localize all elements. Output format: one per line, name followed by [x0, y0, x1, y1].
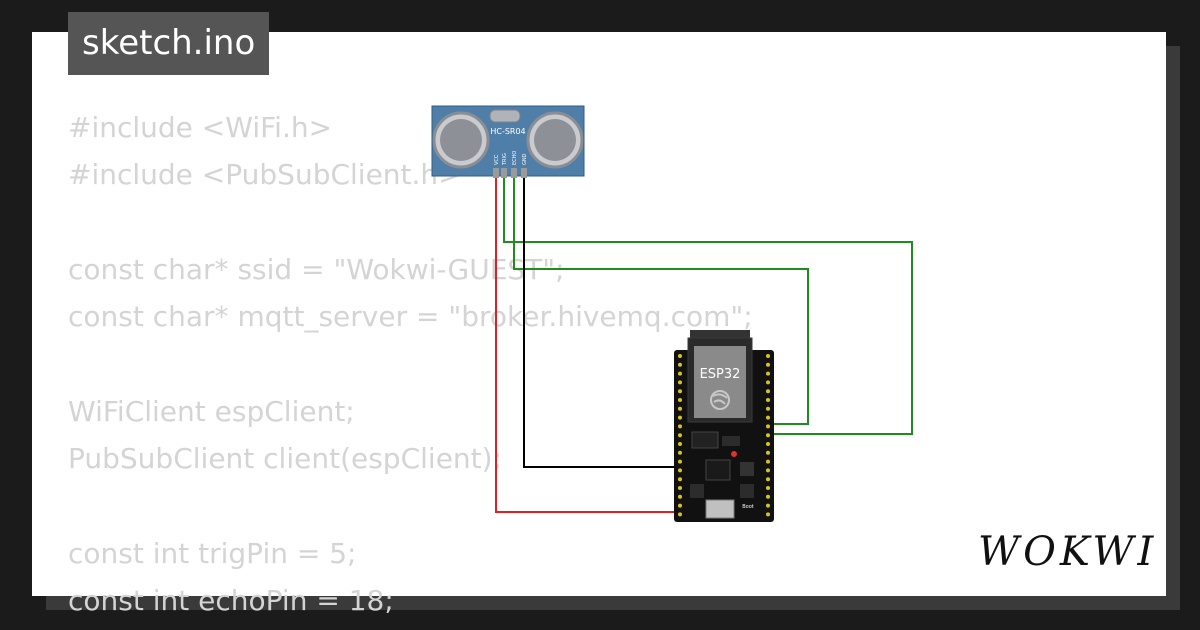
esp32-pin-right[interactable]	[766, 398, 770, 402]
esp32-pin-left[interactable]	[678, 477, 682, 482]
sensor-model-label: HC-SR04	[490, 127, 525, 136]
wire-trig[interactable]	[503, 178, 913, 435]
esp32-pin-left[interactable]	[678, 398, 682, 402]
espressif-logo-icon	[710, 390, 730, 410]
esp32-pins-left	[678, 354, 682, 517]
esp32-pin-right[interactable]	[766, 450, 770, 455]
code-line: PubSubClient client(espClient);	[68, 442, 502, 476]
esp32-pin-right[interactable]	[766, 415, 770, 420]
esp32-pin-left[interactable]	[678, 354, 682, 358]
sensor-pin-echo-label: ECHO	[512, 151, 518, 165]
esp32-pin-left[interactable]	[678, 468, 682, 473]
esp32-pins-right	[766, 354, 770, 517]
esp32-pin-left[interactable]	[678, 371, 682, 376]
esp32-pin-left[interactable]	[678, 406, 682, 411]
wire-echo[interactable]	[513, 178, 809, 425]
esp32-pin-right[interactable]	[766, 406, 770, 411]
esp32-pin-left[interactable]	[678, 415, 682, 420]
esp32-pin-right[interactable]	[766, 380, 770, 385]
esp32-pin-left[interactable]	[678, 380, 682, 385]
esp32-pin-left[interactable]	[678, 442, 682, 446]
code-line: const int trigPin = 5;	[68, 536, 357, 570]
wokwi-logo: WOKWI	[978, 529, 1158, 575]
esp32-pin-right[interactable]	[766, 433, 770, 438]
circuit-diagram: HC-SR04 VCC TRIG ECHO GND ESP32	[431, 105, 913, 522]
esp32-pin-left[interactable]	[678, 494, 682, 499]
boot-button-label: Boot	[742, 504, 754, 510]
board-label: ESP32	[700, 367, 741, 382]
esp32-pin-right[interactable]	[766, 503, 770, 508]
esp32-pin-left[interactable]	[678, 512, 682, 517]
sensor-pin-trig-label: TRIG	[502, 153, 508, 166]
esp32-pin-right[interactable]	[766, 354, 770, 358]
esp32-board[interactable]: ESP32 Boot	[674, 330, 774, 522]
code-line: #include <PubSubClient.h>	[68, 158, 462, 192]
esp32-pin-right[interactable]	[766, 459, 770, 464]
code-line: const char* mqtt_server = "broker.hivemq…	[68, 300, 753, 334]
hc-sr04-sensor[interactable]: HC-SR04 VCC TRIG ECHO GND	[431, 105, 585, 178]
board-components	[690, 431, 754, 519]
esp32-pin-left[interactable]	[678, 459, 682, 464]
esp32-pin-right[interactable]	[766, 477, 770, 482]
wire-gnd[interactable]	[523, 178, 680, 468]
code-line: WiFiClient espClient;	[68, 394, 355, 428]
esp32-pin-right[interactable]	[766, 362, 770, 367]
esp32-pin-right[interactable]	[766, 494, 770, 499]
esp32-pin-right[interactable]	[766, 442, 770, 446]
esp32-pin-left[interactable]	[678, 486, 682, 490]
esp32-pin-left[interactable]	[678, 362, 682, 367]
code-line: const int echoPin = 18;	[68, 583, 394, 617]
code-line: #include <WiFi.h>	[68, 111, 333, 144]
esp32-pin-left[interactable]	[678, 389, 682, 394]
wire-vcc[interactable]	[495, 178, 680, 513]
esp32-pin-left[interactable]	[678, 424, 682, 429]
esp32-pin-right[interactable]	[766, 512, 770, 517]
esp32-pin-right[interactable]	[766, 389, 770, 394]
preview-card: #include <WiFi.h> #include <PubSubClient.…	[32, 32, 1166, 617]
sensor-pin-vcc-label: VCC	[494, 154, 500, 165]
code-line: const char* ssid = "Wokwi-GUEST";	[68, 252, 565, 286]
esp32-pin-right[interactable]	[766, 371, 770, 376]
esp32-pin-left[interactable]	[678, 433, 682, 438]
esp32-pin-right[interactable]	[766, 468, 770, 473]
sensor-pin-gnd-label: GND	[522, 153, 528, 165]
code-background: #include <WiFi.h> #include <PubSubClient.…	[68, 104, 1148, 624]
file-tab[interactable]: sketch.ino	[68, 12, 270, 75]
esp32-pin-right[interactable]	[766, 424, 770, 429]
file-tab-label: sketch.ino	[82, 23, 256, 63]
esp32-pin-left[interactable]	[678, 503, 682, 508]
esp32-pin-right[interactable]	[766, 486, 770, 490]
esp32-pin-left[interactable]	[678, 450, 682, 455]
